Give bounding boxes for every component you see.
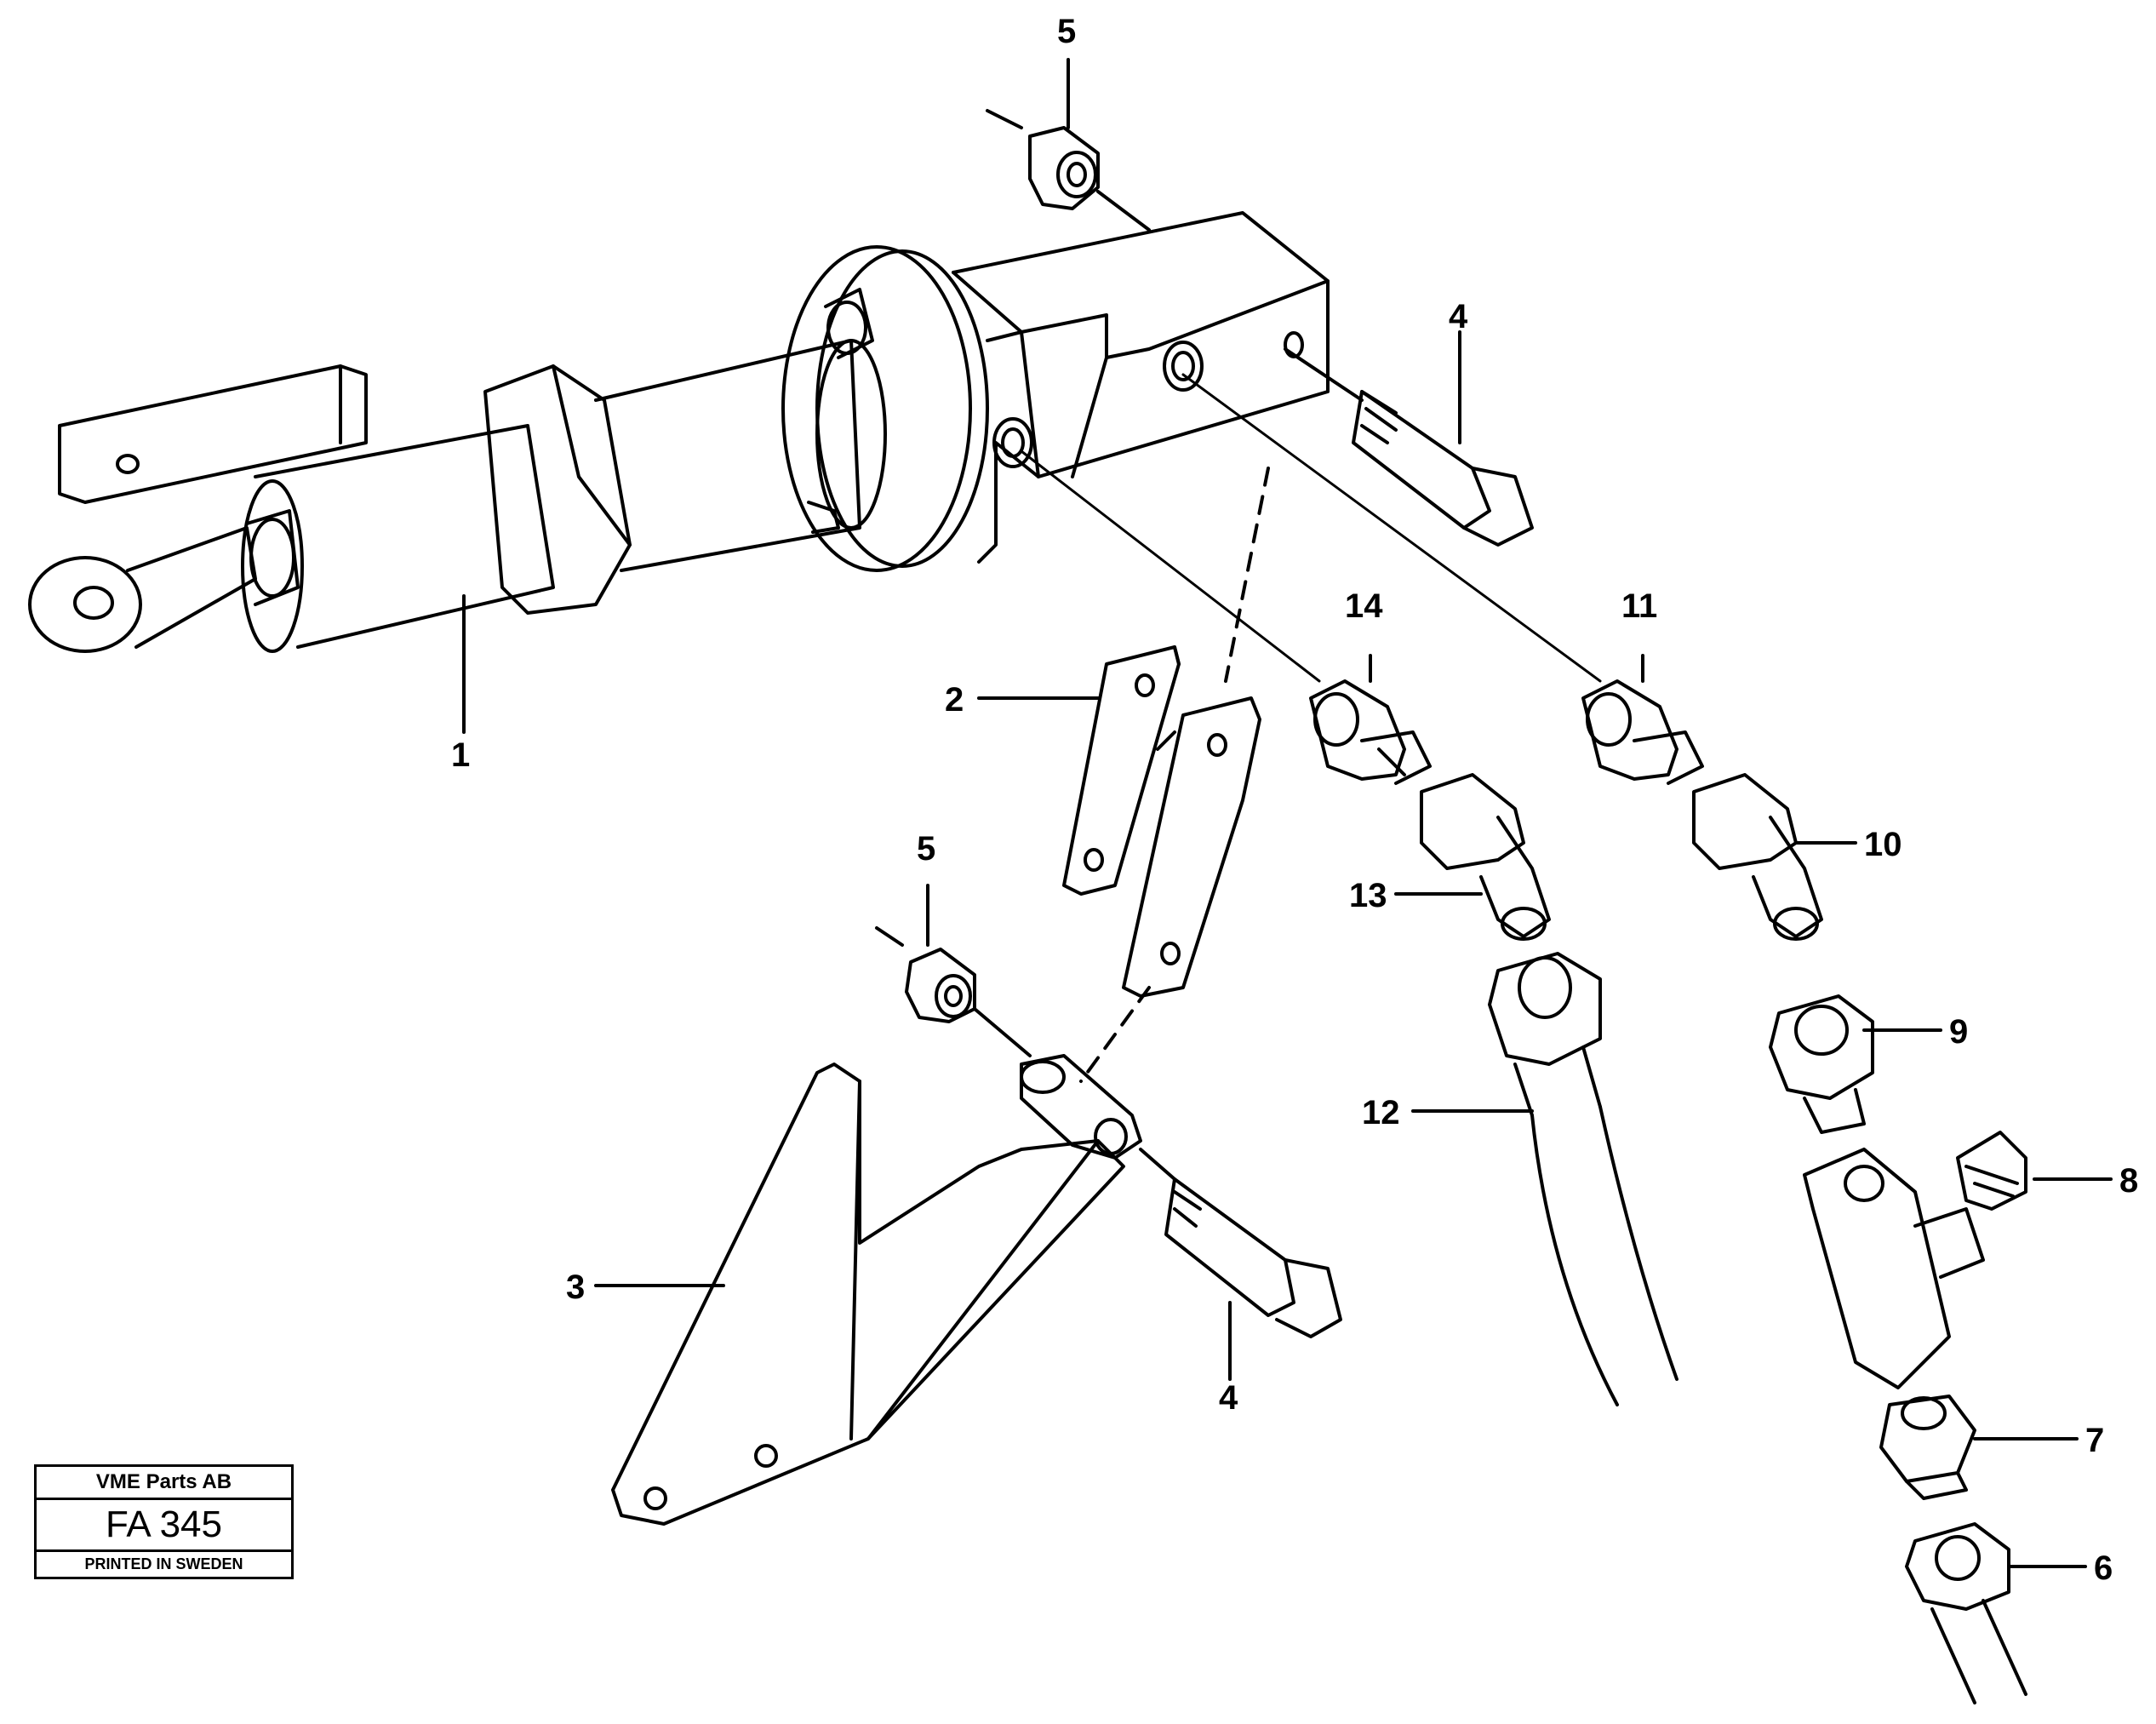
lock-nut-lower: [875, 884, 1032, 1057]
stamp-company: VME Parts AB: [37, 1467, 291, 1500]
label-part-3: 3: [566, 1269, 585, 1306]
part-labels: 1 2 3 4 4 5 5 6 7 8 9 10 11 12 13 14: [451, 13, 2138, 1587]
stamp-code: FA 345: [37, 1500, 291, 1552]
label-part-1: 1: [451, 736, 470, 774]
label-part-5-upper: 5: [1057, 13, 1076, 50]
label-part-8: 8: [2119, 1162, 2138, 1200]
label-part-4-upper: 4: [1449, 298, 1468, 335]
label-part-9: 9: [1949, 1013, 1968, 1051]
shim-plates: [977, 645, 1261, 998]
label-part-14: 14: [1345, 587, 1383, 625]
nipple: [1879, 1395, 2079, 1500]
bolt-lower: [1139, 1148, 1342, 1381]
label-part-13: 13: [1349, 877, 1387, 914]
elbow-left: [1394, 773, 1551, 941]
label-part-7: 7: [2085, 1422, 2104, 1459]
hose-nut: [1905, 1522, 2087, 1704]
label-part-10: 10: [1864, 826, 1902, 863]
label-part-11: 11: [1621, 587, 1657, 625]
bolt-upper: [1284, 330, 1534, 547]
bracket-spacer: [1020, 1054, 1142, 1160]
lock-nut-upper: [986, 58, 1151, 232]
label-part-4-lower: 4: [1219, 1379, 1238, 1417]
adapter: [1769, 994, 1942, 1134]
label-part-2: 2: [945, 681, 964, 719]
label-part-5-lower: 5: [917, 830, 935, 868]
elbow-right: [1692, 773, 1857, 941]
label-part-12: 12: [1362, 1094, 1400, 1131]
nipple-right: [1581, 654, 1704, 785]
catalog-stamp: VME Parts AB FA 345 PRINTED IN SWEDEN: [34, 1464, 294, 1579]
nipple-left: [1309, 654, 1432, 785]
mounting-bracket: [594, 1062, 1125, 1526]
stamp-printed: PRINTED IN SWEDEN: [84, 1555, 243, 1572]
hydraulic-cylinder: [28, 211, 1330, 734]
label-part-6: 6: [2094, 1549, 2113, 1587]
hose: [1411, 952, 1678, 1406]
test-connector: [1803, 1131, 2113, 1389]
